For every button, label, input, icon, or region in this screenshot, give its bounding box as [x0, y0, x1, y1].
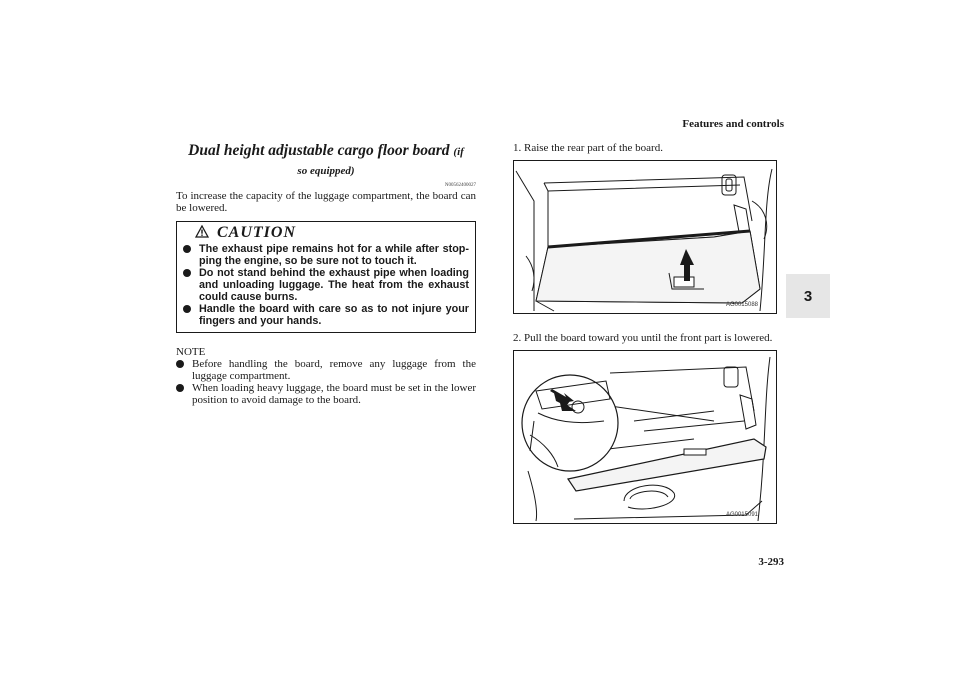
page-number: 3-293 [758, 556, 784, 568]
caution-item: Do not stand behind the exhaust pipe whe… [183, 267, 469, 303]
note-title: NOTE [176, 346, 206, 358]
caution-box: CAUTION The exhaust pipe remains hot for… [176, 221, 476, 333]
step-2-text: 2. Pull the board toward you until the f… [513, 332, 773, 344]
running-header: Features and controls [682, 118, 784, 130]
section-title-text: Dual height adjustable cargo floor board [188, 142, 450, 159]
step-1-text: 1. Raise the rear part of the board. [513, 142, 663, 154]
caution-item: Handle the board with care so as to not … [183, 303, 469, 327]
up-arrow-icon [680, 249, 694, 281]
figure-code: AG0015091 [725, 512, 758, 518]
bullet-icon [183, 305, 191, 313]
caution-list: The exhaust pipe remains hot for a while… [183, 243, 469, 327]
figure-raise-board: AG0015088 [513, 160, 777, 314]
section-code: N00562400027 [444, 183, 476, 188]
caution-header: CAUTION [183, 225, 469, 241]
note-item: Before handling the board, remove any lu… [176, 358, 476, 382]
section-tab: 3 [786, 274, 830, 318]
warning-triangle-icon [194, 224, 210, 241]
cargo-lower-illustration [521, 356, 771, 522]
caution-item: The exhaust pipe remains hot for a while… [183, 243, 469, 267]
bullet-icon [183, 245, 191, 253]
note-item: When loading heavy luggage, the board mu… [176, 382, 476, 406]
section-title-suffix: (if [453, 146, 464, 158]
figure-code: AG0015088 [725, 302, 758, 308]
bullet-icon [183, 269, 191, 277]
cargo-raise-illustration [515, 168, 773, 312]
bullet-icon [176, 360, 184, 368]
section-title: Dual height adjustable cargo floor board… [176, 142, 476, 180]
bullet-icon [176, 384, 184, 392]
pull-arrow-icon [550, 389, 574, 403]
note-list: Before handling the board, remove any lu… [176, 358, 476, 406]
left-column: Dual height adjustable cargo floor board… [176, 142, 476, 406]
right-column: 1. Raise the rear part of the board. [513, 142, 777, 524]
intro-paragraph: To increase the capacity of the luggage … [176, 190, 476, 214]
figure-lower-board: AG0015091 [513, 350, 777, 524]
section-title-suffix-2: so equipped) [297, 165, 355, 177]
caution-title: CAUTION [217, 224, 297, 241]
